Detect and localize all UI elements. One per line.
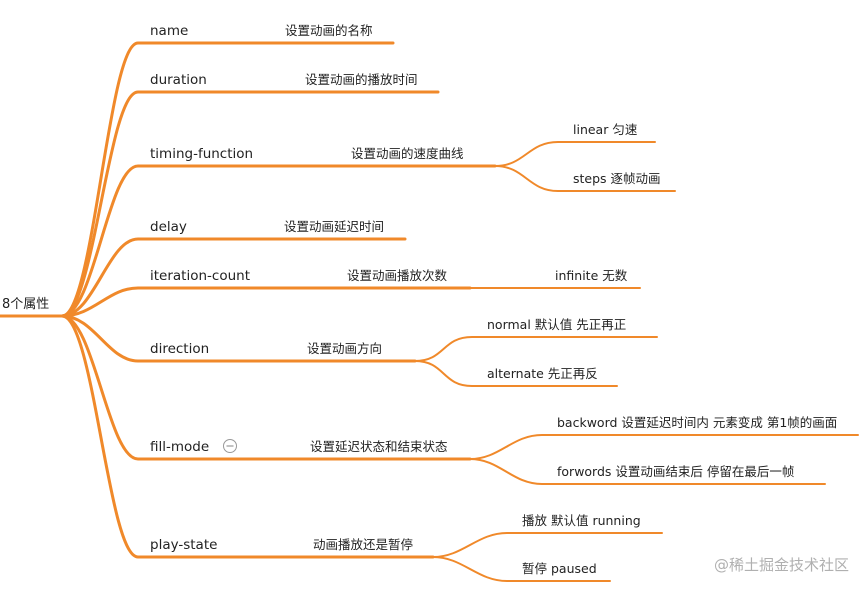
root-node-label: 8个属性 xyxy=(2,297,50,312)
leaf-label-play-state-1: 暂停 paused xyxy=(522,561,597,576)
leaf-branch-direction-0 xyxy=(414,336,658,362)
leaf-label-direction-1: alternate 先正再反 xyxy=(487,366,598,381)
leaf-label-fill-mode-1: forwords 设置动画结束后 停留在最后一帧 xyxy=(557,464,795,479)
branch-duration xyxy=(60,90,440,318)
property-desc-delay: 设置动画延迟时间 xyxy=(284,219,385,234)
property-desc-duration: 设置动画的播放时间 xyxy=(305,72,418,87)
leaf-label-timing-function-0: linear 匀速 xyxy=(573,122,638,137)
branch-fill-mode xyxy=(60,314,472,461)
property-label-duration: duration xyxy=(150,72,207,88)
property-label-delay: delay xyxy=(150,219,187,235)
branch-play-state xyxy=(60,314,435,559)
leaf-label-direction-0: normal 默认值 先正再正 xyxy=(487,317,627,332)
branch-timing-function xyxy=(60,164,497,318)
property-desc-fill-mode: 设置延迟状态和结束状态 xyxy=(310,439,448,454)
branch-direction xyxy=(60,314,417,363)
leaf-label-iteration-count-0: infinite 无数 xyxy=(555,268,628,283)
property-desc-name: 设置动画的名称 xyxy=(285,23,373,38)
leaf-label-play-state-0: 播放 默认值 running xyxy=(522,513,641,528)
property-label-fill-mode: fill-mode xyxy=(150,439,210,455)
leaf-branch-play-state-1 xyxy=(432,556,611,582)
property-desc-iteration-count: 设置动画播放次数 xyxy=(347,268,448,283)
leaf-branch-play-state-0 xyxy=(432,532,663,558)
leaf-label-timing-function-1: steps 逐帧动画 xyxy=(573,171,661,186)
leaf-branch-fill-mode-1 xyxy=(469,458,826,485)
property-label-direction: direction xyxy=(150,341,210,357)
collapse-minus-icon[interactable] xyxy=(223,439,237,453)
leaf-branch-timing-function-0 xyxy=(494,141,656,167)
property-label-name: name xyxy=(150,23,189,39)
leaf-branch-timing-function-1 xyxy=(494,165,676,192)
property-desc-play-state: 动画播放还是暂停 xyxy=(313,537,414,552)
property-label-iteration-count: iteration-count xyxy=(150,268,250,284)
property-label-timing-function: timing-function xyxy=(150,146,254,162)
property-label-play-state: play-state xyxy=(150,537,218,553)
property-desc-timing-function: 设置动画的速度曲线 xyxy=(351,146,464,161)
watermark: @稀土掘金技术社区 xyxy=(713,556,849,574)
branch-delay xyxy=(60,237,407,318)
leaf-branch-fill-mode-0 xyxy=(469,434,859,460)
leaf-branch-direction-1 xyxy=(414,360,618,387)
property-desc-direction: 设置动画方向 xyxy=(307,341,383,356)
leaf-label-fill-mode-0: backword 设置延迟时间内 元素变成 第1帧的画面 xyxy=(557,415,838,430)
branch-iteration-count xyxy=(60,286,472,318)
